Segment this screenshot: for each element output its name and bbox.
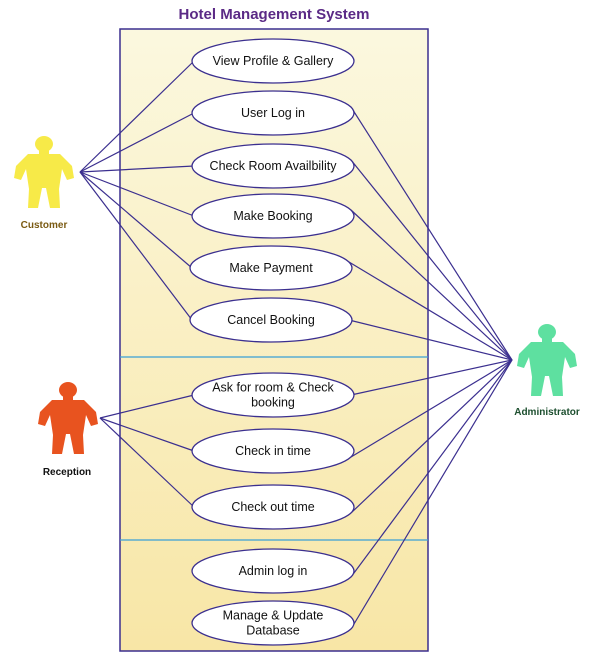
use-case-ellipse (191, 484, 355, 530)
association-line-customer-check-room-availbility (79, 165, 195, 173)
association-line-administrator-make-payment (348, 261, 513, 361)
use-case-label: User Log in (241, 106, 305, 120)
use-case-ellipse (191, 38, 355, 84)
association-line-administrator-ask-for-room-check-booking (350, 359, 513, 396)
use-case-label: View Profile & Gallery (213, 54, 334, 68)
use-case-ellipse (191, 193, 355, 239)
reception-actor-icon (38, 382, 98, 454)
use-case-ellipse (191, 600, 355, 646)
use-case-ellipse (191, 372, 355, 418)
use-case-make-booking[interactable]: Make Booking (191, 193, 355, 239)
actor-customer[interactable]: Customer (14, 136, 74, 231)
association-line-administrator-check-room-availbility (350, 159, 513, 361)
actor-administrator[interactable]: Administrator (514, 324, 580, 418)
use-case-check-in-time[interactable]: Check in time (191, 428, 355, 474)
association-lines (79, 60, 513, 630)
use-case-check-out-time[interactable]: Check out time (191, 484, 355, 530)
customer-actor-icon (14, 136, 74, 208)
association-line-administrator-check-out-time (350, 359, 513, 514)
use-case-make-payment[interactable]: Make Payment (189, 245, 353, 291)
administrator-label: Administrator (514, 407, 580, 418)
use-case-ellipse (191, 90, 355, 136)
use-case-admin-log-in[interactable]: Admin log in (191, 548, 355, 594)
association-line-customer-user-log-in (79, 112, 195, 173)
use-case-label: Check in time (235, 444, 311, 458)
use-case-label: Make Payment (229, 261, 313, 275)
use-case-label: Admin log in (239, 564, 308, 578)
customer-label: Customer (21, 220, 68, 231)
association-line-reception-ask-for-room-check-booking (99, 394, 195, 419)
association-line-administrator-user-log-in (350, 106, 513, 361)
association-line-customer-view-profile-gallery (79, 60, 195, 173)
association-line-administrator-manage-update-database (350, 359, 513, 630)
association-line-administrator-make-booking (350, 209, 513, 361)
actor-reception[interactable]: Reception (38, 382, 98, 478)
association-line-administrator-check-in-time (350, 359, 513, 458)
use-case-ellipse (189, 297, 353, 343)
association-line-customer-make-payment (79, 171, 193, 269)
association-line-reception-check-out-time (99, 417, 195, 508)
use-case-check-room-availbility[interactable]: Check Room Availbility (191, 143, 355, 189)
use-case-label: booking (251, 396, 295, 410)
association-line-administrator-cancel-booking (348, 319, 513, 361)
use-case-label: Cancel Booking (227, 313, 315, 327)
association-line-administrator-admin-log-in (350, 359, 513, 578)
administrator-actor-icon (517, 324, 577, 396)
use-case-ellipse (189, 245, 353, 291)
diagram-title: Hotel Management System (179, 6, 370, 23)
use-case-label: Make Booking (233, 209, 312, 223)
use-case-view-profile-gallery[interactable]: View Profile & Gallery (191, 38, 355, 84)
use-case-label: Ask for room & Check (212, 381, 334, 395)
use-case-label: Database (246, 624, 300, 638)
use-case-user-log-in[interactable]: User Log in (191, 90, 355, 136)
use-case-label: Check Room Availbility (210, 159, 338, 173)
use-case-ellipse (191, 548, 355, 594)
use-case-ellipse (191, 428, 355, 474)
reception-label: Reception (43, 467, 91, 478)
use-case-ellipse (191, 143, 355, 189)
association-line-customer-make-booking (79, 171, 195, 217)
use-case-label: Check out time (231, 500, 314, 514)
association-line-customer-cancel-booking (79, 171, 193, 321)
association-line-reception-check-in-time (99, 417, 195, 452)
use-case-label: Manage & Update (223, 609, 324, 623)
use-case-cancel-booking[interactable]: Cancel Booking (189, 297, 353, 343)
